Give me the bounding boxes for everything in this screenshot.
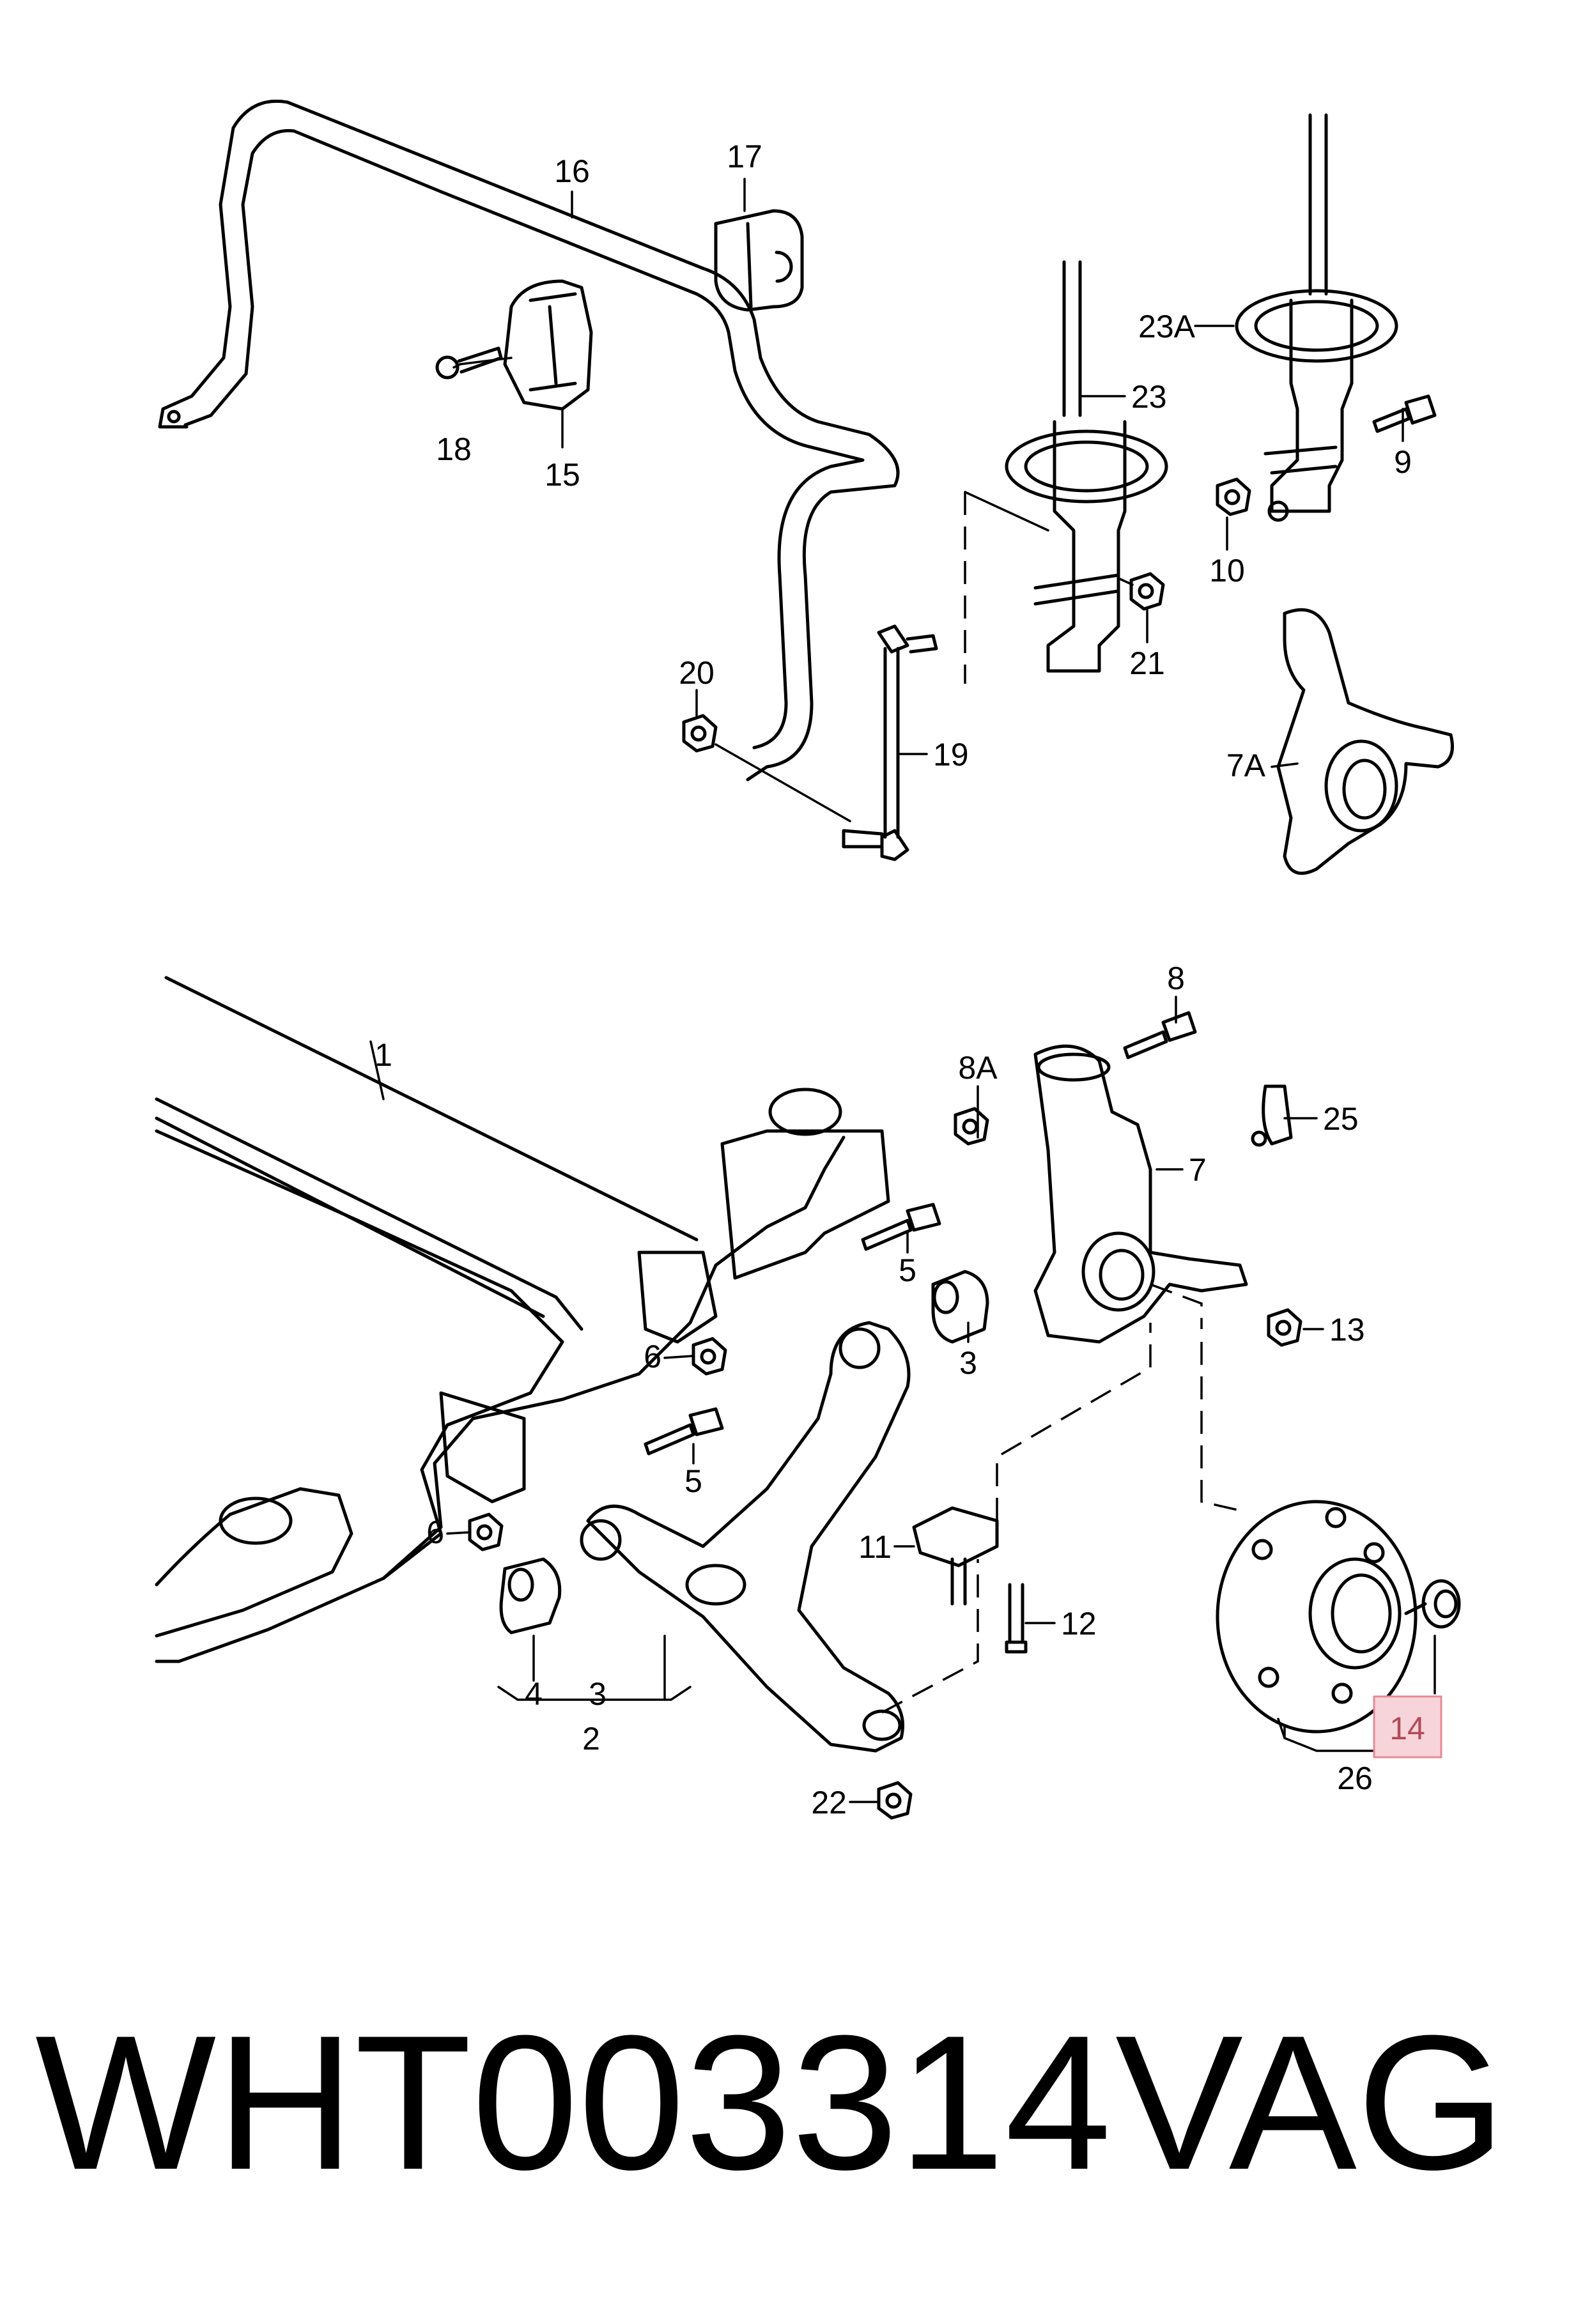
label-5-upper: 5 (899, 1252, 916, 1288)
wheel-hub (1200, 1342, 1418, 1734)
ball-joint-bolt (1005, 1583, 1028, 1654)
subframe (155, 976, 890, 1663)
label-19: 19 (933, 737, 969, 773)
strut-assembly (1235, 113, 1398, 522)
strut-bolt (1372, 394, 1437, 433)
label-13: 13 (1329, 1312, 1365, 1348)
ball-joint-nut (1267, 1308, 1302, 1347)
stabilizer-link (842, 624, 938, 861)
steering-knuckle (1033, 1044, 1248, 1344)
link-nut (682, 714, 851, 822)
part-labels: 16 17 18 15 23A 23 9 10 21 7A 20 19 1 8 … (375, 139, 1442, 1820)
label-23: 23 (1131, 379, 1167, 415)
label-1: 1 (375, 1037, 392, 1073)
label-21: 21 (1129, 645, 1165, 681)
label-8A: 8A (958, 1050, 998, 1086)
sensor-clip (1251, 1084, 1293, 1147)
assembly-line-arm (881, 1559, 979, 1714)
shock-absorber-strut (964, 260, 1168, 684)
label-18: 18 (436, 431, 472, 467)
label-12: 12 (1061, 1606, 1097, 1642)
label-26: 26 (1337, 1760, 1373, 1796)
subframe-nut-lower (468, 1512, 504, 1551)
knuckle-bolt (1123, 1011, 1197, 1059)
label-9: 9 (1394, 444, 1412, 480)
hub-bolt (1404, 1579, 1461, 1629)
label-25: 25 (1323, 1101, 1359, 1137)
label-5-lower: 5 (684, 1463, 702, 1499)
label-15: 15 (545, 457, 580, 493)
stabilizer-bar (158, 99, 900, 781)
label-7: 7 (1189, 1152, 1207, 1188)
ball-joint (912, 1506, 999, 1606)
label-4: 4 (525, 1676, 543, 1712)
steering-knuckle-upper (1276, 608, 1454, 875)
arm-nut (877, 1781, 913, 1820)
subframe-nut-upper (692, 1337, 727, 1376)
label-7A: 7A (1226, 748, 1266, 783)
part-number: WHT003314 (35, 1995, 1112, 2210)
stabilizer-bush (714, 209, 804, 312)
label-16: 16 (554, 153, 590, 189)
label-17: 17 (727, 139, 762, 174)
label-6-lower: 6 (426, 1514, 444, 1550)
lower-control-arm (580, 1321, 911, 1753)
subframe-bolt-upper (861, 1203, 941, 1251)
label-6-upper: 6 (644, 1339, 661, 1374)
arm-bush-lower (499, 1557, 562, 1635)
subframe-bolt-lower (644, 1407, 724, 1456)
stabilizer-bracket (459, 279, 593, 411)
label-3-upper: 3 (959, 1345, 977, 1381)
bracket-bolt (435, 346, 503, 380)
label-10: 10 (1209, 553, 1245, 589)
knuckle-nut (954, 1107, 989, 1146)
strut-clamp-nut (1216, 477, 1251, 516)
label-11: 11 (858, 1529, 892, 1565)
leader-lines (369, 178, 1436, 1803)
label-3-lower: 3 (589, 1676, 607, 1712)
label-14[interactable]: 14 (1389, 1711, 1425, 1746)
label-20: 20 (679, 655, 715, 691)
label-23A: 23A (1138, 309, 1196, 344)
strut-nut (1117, 572, 1165, 611)
arm-bush-upper (931, 1270, 989, 1344)
brand-name: VAG (1115, 1995, 1506, 2210)
assembly-line-hub (996, 1323, 1152, 1521)
highlight-box-14 (1373, 1695, 1442, 1758)
label-2: 2 (582, 1721, 600, 1757)
label-8: 8 (1167, 960, 1185, 996)
label-22: 22 (811, 1785, 847, 1820)
